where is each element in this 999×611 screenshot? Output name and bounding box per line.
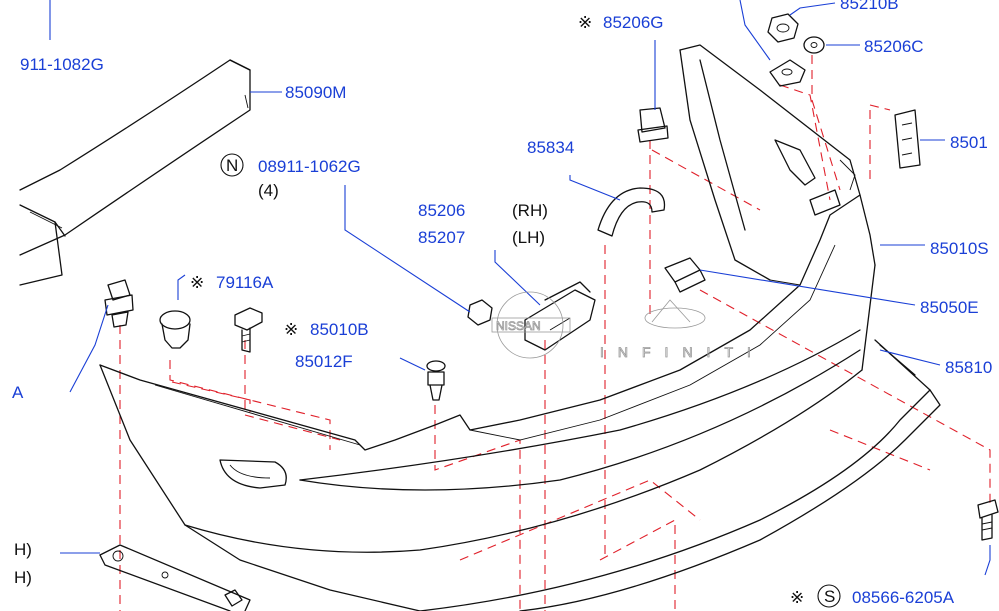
s-symbol: S (824, 587, 835, 606)
label-85090m: 85090M (285, 83, 346, 102)
label-85206c: 85206C (864, 37, 924, 56)
nut-85210b (767, 13, 799, 43)
label-79116a: 79116A (216, 273, 274, 292)
brand-watermark: NISSAN INFINITI (491, 291, 765, 360)
n-symbol-circle (220, 153, 244, 177)
rivet-85012f (426, 360, 446, 401)
bracket-85206-85207 (524, 281, 596, 351)
label-85206: 85206 (418, 201, 465, 220)
star-mark-08566: ※ (790, 588, 804, 607)
clip-79116a (159, 310, 191, 349)
label-85012f: 85012F (295, 352, 353, 371)
star-mark-79116a: ※ (190, 273, 204, 292)
star-mark-85206g: ※ (578, 13, 592, 32)
assembly-guide-lines (119, 55, 991, 611)
pad-85050e (664, 257, 706, 293)
side-bracket-8501 (894, 109, 921, 169)
n-symbol: N (226, 156, 238, 175)
label-08566-6205a: 08566-6205A (852, 588, 955, 607)
label-85810: 85810 (945, 358, 992, 377)
nut-08911-1062g (467, 299, 493, 326)
part-number-labels: 911-1082G 85090M N 08911-1062G (4) ※ 852… (12, 0, 992, 608)
label-08911-1062g: 08911-1062G (258, 157, 361, 176)
washer-85206c (803, 36, 825, 54)
label-85010s: 85010S (930, 239, 989, 258)
strap-85834 (597, 187, 666, 237)
label-85207: 85207 (418, 228, 465, 247)
nissan-watermark: NISSAN (496, 319, 541, 333)
label-cut-h2: H) (14, 568, 32, 587)
star-mark-85010b: ※ (284, 320, 298, 339)
label-85834: 85834 (527, 138, 574, 157)
s-symbol-circle (817, 584, 841, 608)
label-rh: (RH) (512, 201, 548, 220)
clip-85206g (637, 107, 669, 143)
label-8501: 8501 (950, 133, 988, 152)
push-clip-left (104, 279, 134, 328)
label-lh: (LH) (512, 228, 545, 247)
lower-lip-85810 (419, 339, 941, 611)
grommet (769, 59, 806, 87)
reinforcement-beam-85090m (19, 59, 251, 286)
screw-85010b (234, 307, 263, 353)
label-qty-4: (4) (258, 181, 279, 200)
lower-bracket-strip (99, 544, 251, 611)
label-85210b: 85210B (840, 0, 899, 13)
label-911-1082g: 911-1082G (20, 55, 104, 74)
leader-lines (49, 0, 991, 576)
screw-08566-6205a (977, 499, 999, 541)
label-cut-h1: H) (14, 540, 32, 559)
label-cut-a: A (12, 383, 24, 402)
infiniti-watermark: INFINITI (600, 344, 765, 360)
bumper-fascia-85010s (99, 44, 876, 611)
label-85010b: 85010B (310, 320, 369, 339)
label-85050e: 85050E (920, 298, 979, 317)
label-85206g: 85206G (603, 13, 664, 32)
